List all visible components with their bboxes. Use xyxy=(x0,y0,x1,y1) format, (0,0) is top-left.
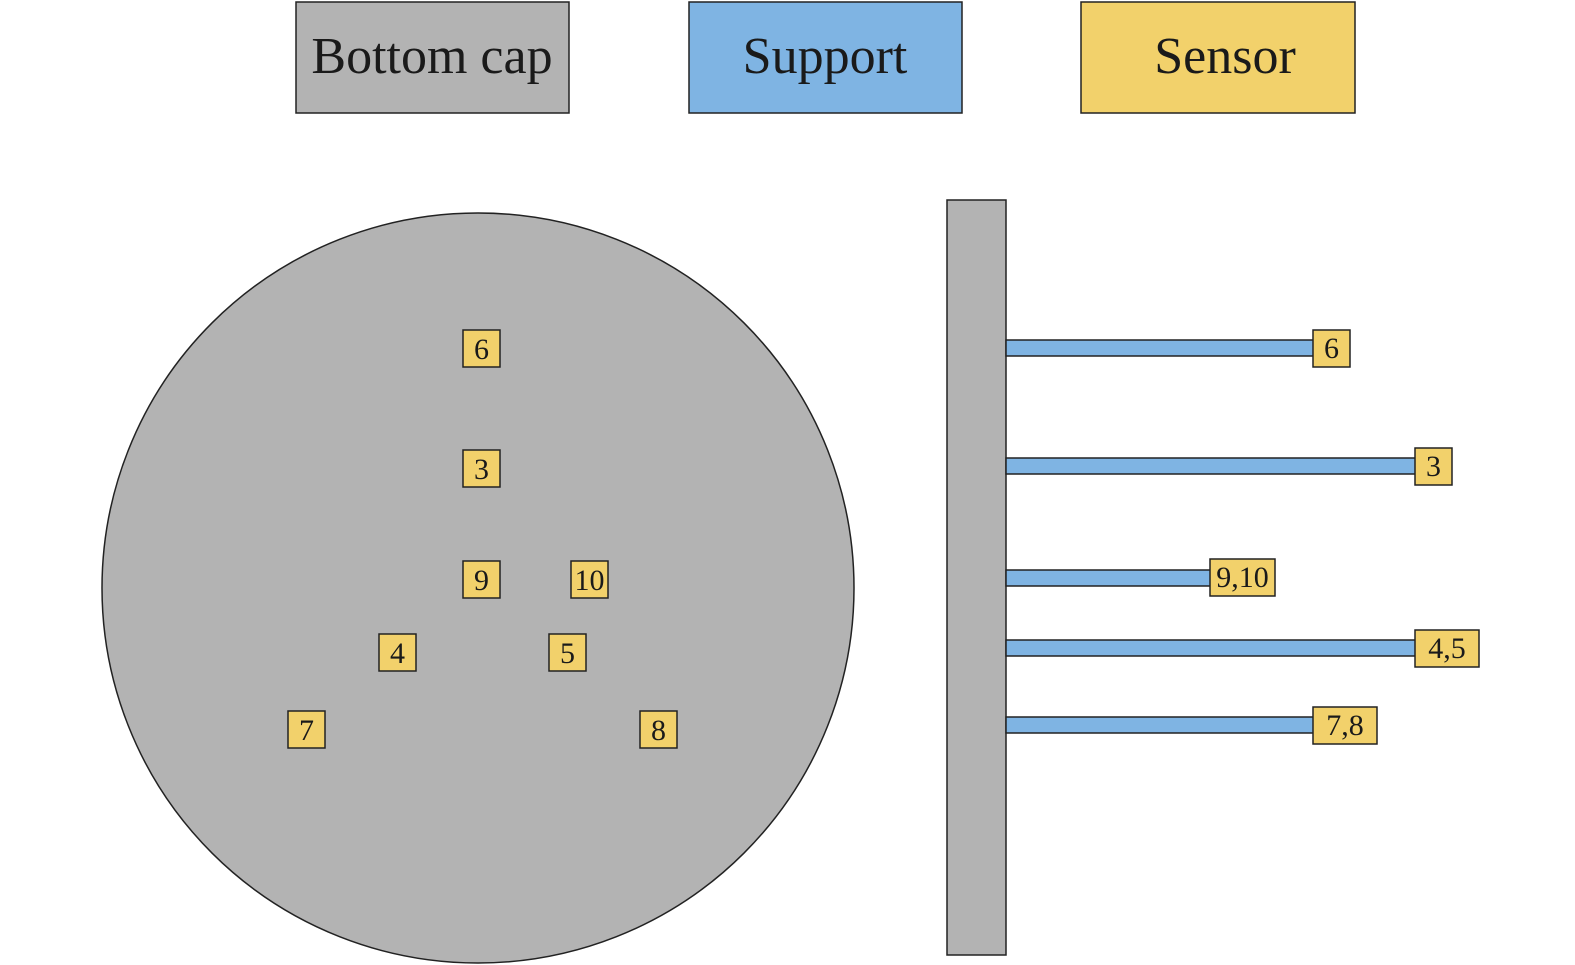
sensor-label: 6 xyxy=(474,333,489,366)
sensor-box xyxy=(462,560,501,599)
sensor-label: 7 xyxy=(299,714,314,747)
top-sensor-4: 4 xyxy=(378,633,417,672)
sensor-box xyxy=(1312,706,1378,745)
legend: Bottom cap Support Sensor xyxy=(295,1,1356,114)
sensor-box xyxy=(639,710,678,749)
sensor-box xyxy=(1414,447,1453,486)
top-sensor-9: 9 xyxy=(462,560,501,599)
top-sensor-5: 5 xyxy=(548,633,587,672)
top-sensor-7: 7 xyxy=(287,710,326,749)
sensor-label: 3 xyxy=(1426,450,1441,483)
sensor-box xyxy=(1209,558,1276,597)
side-view: 6 3 9,10 4,5 7,8 xyxy=(946,199,1480,956)
sensor-box xyxy=(1312,329,1351,368)
top-sensor-6: 6 xyxy=(462,329,501,368)
support-rod xyxy=(1005,457,1417,475)
legend-label-support: Support xyxy=(743,28,908,85)
support-rod xyxy=(1005,569,1212,587)
legend-item-sensor: Sensor xyxy=(1080,1,1356,114)
sensor-box xyxy=(378,633,417,672)
legend-swatch-bottom-cap xyxy=(295,1,570,114)
sensor-label: 5 xyxy=(560,637,575,670)
sensor-box xyxy=(287,710,326,749)
top-sensor-8: 8 xyxy=(639,710,678,749)
legend-item-support: Support xyxy=(688,1,963,114)
sensor-label: 9 xyxy=(474,564,489,597)
legend-label-bottom-cap: Bottom cap xyxy=(311,28,552,85)
sensor-box xyxy=(462,329,501,368)
sensor-label: 7,8 xyxy=(1326,709,1364,742)
bottom-cap-plate xyxy=(946,199,1007,956)
legend-swatch-sensor xyxy=(1080,1,1356,114)
support-rod xyxy=(1005,639,1417,657)
legend-swatch-support xyxy=(688,1,963,114)
sensor-box xyxy=(1414,629,1480,668)
sensor-box xyxy=(548,633,587,672)
sensor-label: 3 xyxy=(474,453,489,486)
sensor-box xyxy=(462,449,501,488)
sensor-label: 6 xyxy=(1324,332,1339,365)
support-9-10: 9,10 xyxy=(1005,558,1276,597)
top-sensor-3: 3 xyxy=(462,449,501,488)
sensor-label: 9,10 xyxy=(1216,561,1269,594)
legend-label-sensor: Sensor xyxy=(1154,28,1296,85)
support-rod xyxy=(1005,716,1315,734)
sensor-box xyxy=(570,560,609,599)
top-sensor-10: 10 xyxy=(570,560,609,599)
support-6: 6 xyxy=(1005,329,1351,368)
support-rod xyxy=(1005,339,1315,357)
support-4-5: 4,5 xyxy=(1005,629,1480,668)
support-7-8: 7,8 xyxy=(1005,706,1378,745)
legend-item-bottom-cap: Bottom cap xyxy=(295,1,570,114)
top-view: 6 3 9 10 4 5 7 8 xyxy=(101,212,855,964)
sensor-label: 10 xyxy=(575,564,605,597)
sensor-label: 4,5 xyxy=(1428,632,1466,665)
support-3: 3 xyxy=(1005,447,1453,486)
sensor-label: 8 xyxy=(651,714,666,747)
sensor-label: 4 xyxy=(390,637,405,670)
